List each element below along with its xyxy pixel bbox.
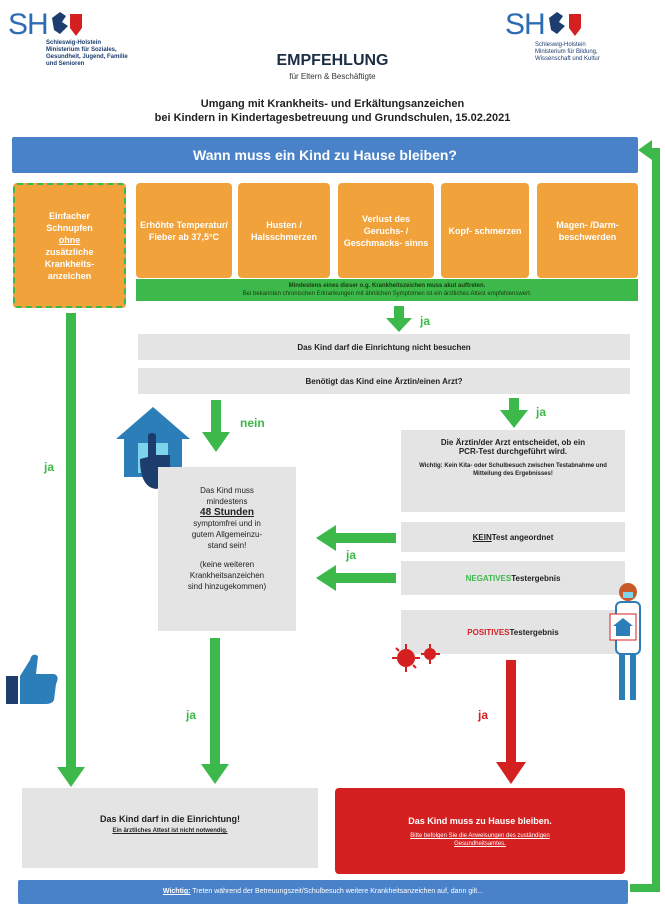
arrow-left-icon xyxy=(316,525,396,551)
test-negative-emph: NEGATIVES xyxy=(465,573,512,583)
footer-text: Treten während der Betreuungszeit/Schulb… xyxy=(190,888,484,895)
wait-text: sind hinzugekommen) xyxy=(187,582,267,591)
wait-text: gutem Allgemeinzu- xyxy=(191,530,263,539)
test-none-emph: KEIN xyxy=(472,532,492,542)
wait-hours: 48 Stunden xyxy=(200,507,254,518)
wait-text: symptomfrei und in xyxy=(193,519,261,528)
logo-left: SH Schleswig-Holstein Ministerium für So… xyxy=(8,8,128,68)
virus-icon xyxy=(392,644,440,672)
result-home-box: Das Kind muss zu Hause bleiben. Bitte be… xyxy=(335,788,625,874)
symptom-cough: Husten / Halsschmerzen xyxy=(238,183,330,278)
simple-cold-text: Schnupfen xyxy=(46,222,93,233)
logo-right-line: Schleswig-Holstein xyxy=(535,42,586,48)
wait-text: mindestens xyxy=(206,497,248,506)
logo-right-line: Ministerium für Bildung, xyxy=(535,49,598,55)
test-none-text: Test angeordnet xyxy=(491,532,554,542)
wait-text: stand sein! xyxy=(207,541,247,550)
doctor-icon xyxy=(609,583,641,700)
result-allowed-note: Ein ärztliches Attest ist nicht notwendi… xyxy=(112,828,228,834)
symptom-note-bar: Mindestens eines dieser o.g. Krankheitsz… xyxy=(136,279,638,301)
simple-cold-text: zusätzliche xyxy=(45,246,94,257)
main-question-bar: Wann muss ein Kind zu Hause bleiben? xyxy=(12,137,638,173)
label-nein: nein xyxy=(240,416,265,430)
doctor-decides-text: PCR-Test durchgeführt wird. xyxy=(458,447,568,456)
logo-mark: SH xyxy=(505,8,546,41)
label-ja-red: ja xyxy=(478,708,489,722)
footer-bar: Wichtig: Treten während der Betreuungsze… xyxy=(18,880,628,904)
symptom-note-line: Mindestens eines dieser o.g. Krankheitsz… xyxy=(288,283,486,289)
step-doctor-question: Benötigt das Kind eine Ärztin/einen Arzt… xyxy=(138,368,630,394)
result-allowed-box: Das Kind darf in die Einrichtung! Ein är… xyxy=(22,788,318,868)
label-ja: ja xyxy=(186,708,197,722)
symptom-fever: Erhöhte Temperatur/ Fieber ab 37,5°C xyxy=(136,183,232,278)
lion-crest-icon xyxy=(51,12,82,36)
doctor-decides-note: Wichtig: Kein Kita- oder Schulbesuch zwi… xyxy=(419,463,607,477)
test-positive-text: Testergebnis xyxy=(509,627,559,637)
logo-left-line: und Senioren xyxy=(46,61,85,67)
symptom-smell: Verlust des Geruchs- / Geschmacks- sinns xyxy=(338,183,434,278)
result-home-title: Das Kind muss zu Hause bleiben. xyxy=(408,816,552,826)
result-allowed-title: Das Kind darf in die Einrichtung! xyxy=(99,814,240,824)
arrow-down-icon xyxy=(57,767,85,787)
test-positive-bar: POSITIVES Testergebnis xyxy=(401,610,625,654)
wait-text: (keine weiteren xyxy=(199,560,255,569)
symptom-stomach: Magen- /Darm- beschwerden xyxy=(537,183,638,278)
step-no-visit: Das Kind darf die Einrichtung nicht besu… xyxy=(138,334,630,360)
heading-line-1: Umgang mit Krankheits- und Erkältungsanz… xyxy=(200,98,465,110)
simple-cold-text: anzeichen xyxy=(47,270,92,281)
arrow-down-red-icon xyxy=(496,660,526,784)
loop-arrow-head-icon xyxy=(638,140,652,160)
page-subtitle: für Eltern & Beschäftigte xyxy=(289,72,376,81)
footer-emph: Wichtig: xyxy=(162,888,191,895)
wait-text: Krankheitsanzeichen xyxy=(189,571,265,580)
logo-right: SH Schleswig-Holstein Ministerium für Bi… xyxy=(505,8,600,63)
lion-crest-icon xyxy=(548,12,581,36)
doctor-decides-text: Die Ärztin/der Arzt entscheidet, ob ein xyxy=(440,438,586,447)
heading-line-2: bei Kindern in Kindertagesbetreuung und … xyxy=(154,112,511,124)
arrow-down-icon xyxy=(386,306,412,332)
arrow-down-icon xyxy=(500,398,528,428)
loop-line-bottom xyxy=(630,884,660,892)
simple-cold-text: Einfacher xyxy=(48,210,90,221)
arrow-down-icon xyxy=(202,400,230,452)
symptom-note-line: Bei bekannten chronischen Erkrankungen m… xyxy=(242,291,532,297)
left-arrow-shaft xyxy=(66,313,76,769)
logo-left-line: Gesundheit, Jugend, Familie xyxy=(46,54,128,60)
result-home-note: Bitte befolgen Sie die Anweisungen des z… xyxy=(410,833,550,847)
test-negative-bar: NEGATIVES Testergebnis xyxy=(401,561,625,595)
wait-text: Das Kind muss xyxy=(200,486,254,495)
logo-left-line: Ministerium für Soziales, xyxy=(46,47,117,53)
logo-right-line: Wissenschaft und Kultur xyxy=(535,56,600,62)
wait-48h-box: Das Kind muss mindestens 48 Stunden symp… xyxy=(158,467,296,631)
simple-cold-text: Krankheits- xyxy=(44,258,95,269)
doctor-decides-box: Die Ärztin/der Arzt entscheidet, ob ein … xyxy=(401,430,625,512)
arrow-down-icon xyxy=(201,638,229,784)
label-ja: ja xyxy=(346,548,357,562)
simple-cold-box: Einfacher Schnupfen ohne zusätzliche Kra… xyxy=(13,183,126,308)
label-ja: ja xyxy=(536,405,547,419)
thumbs-up-icon xyxy=(6,654,58,704)
symptom-headache: Kopf- schmerzen xyxy=(441,183,529,278)
test-negative-text: Testergebnis xyxy=(511,573,561,583)
arrow-left-icon xyxy=(316,565,396,591)
loop-line-vertical xyxy=(652,148,660,888)
test-none-bar: KEIN Test angeordnet xyxy=(401,522,625,552)
page-title: EMPFEHLUNG xyxy=(276,52,389,69)
logo-mark: SH xyxy=(8,8,49,41)
label-ja: ja xyxy=(44,460,55,474)
test-positive-emph: POSITIVES xyxy=(467,627,510,637)
label-ja: ja xyxy=(420,314,431,328)
simple-cold-emph: ohne xyxy=(58,234,81,245)
logo-left-line: Schleswig-Holstein xyxy=(46,40,102,46)
